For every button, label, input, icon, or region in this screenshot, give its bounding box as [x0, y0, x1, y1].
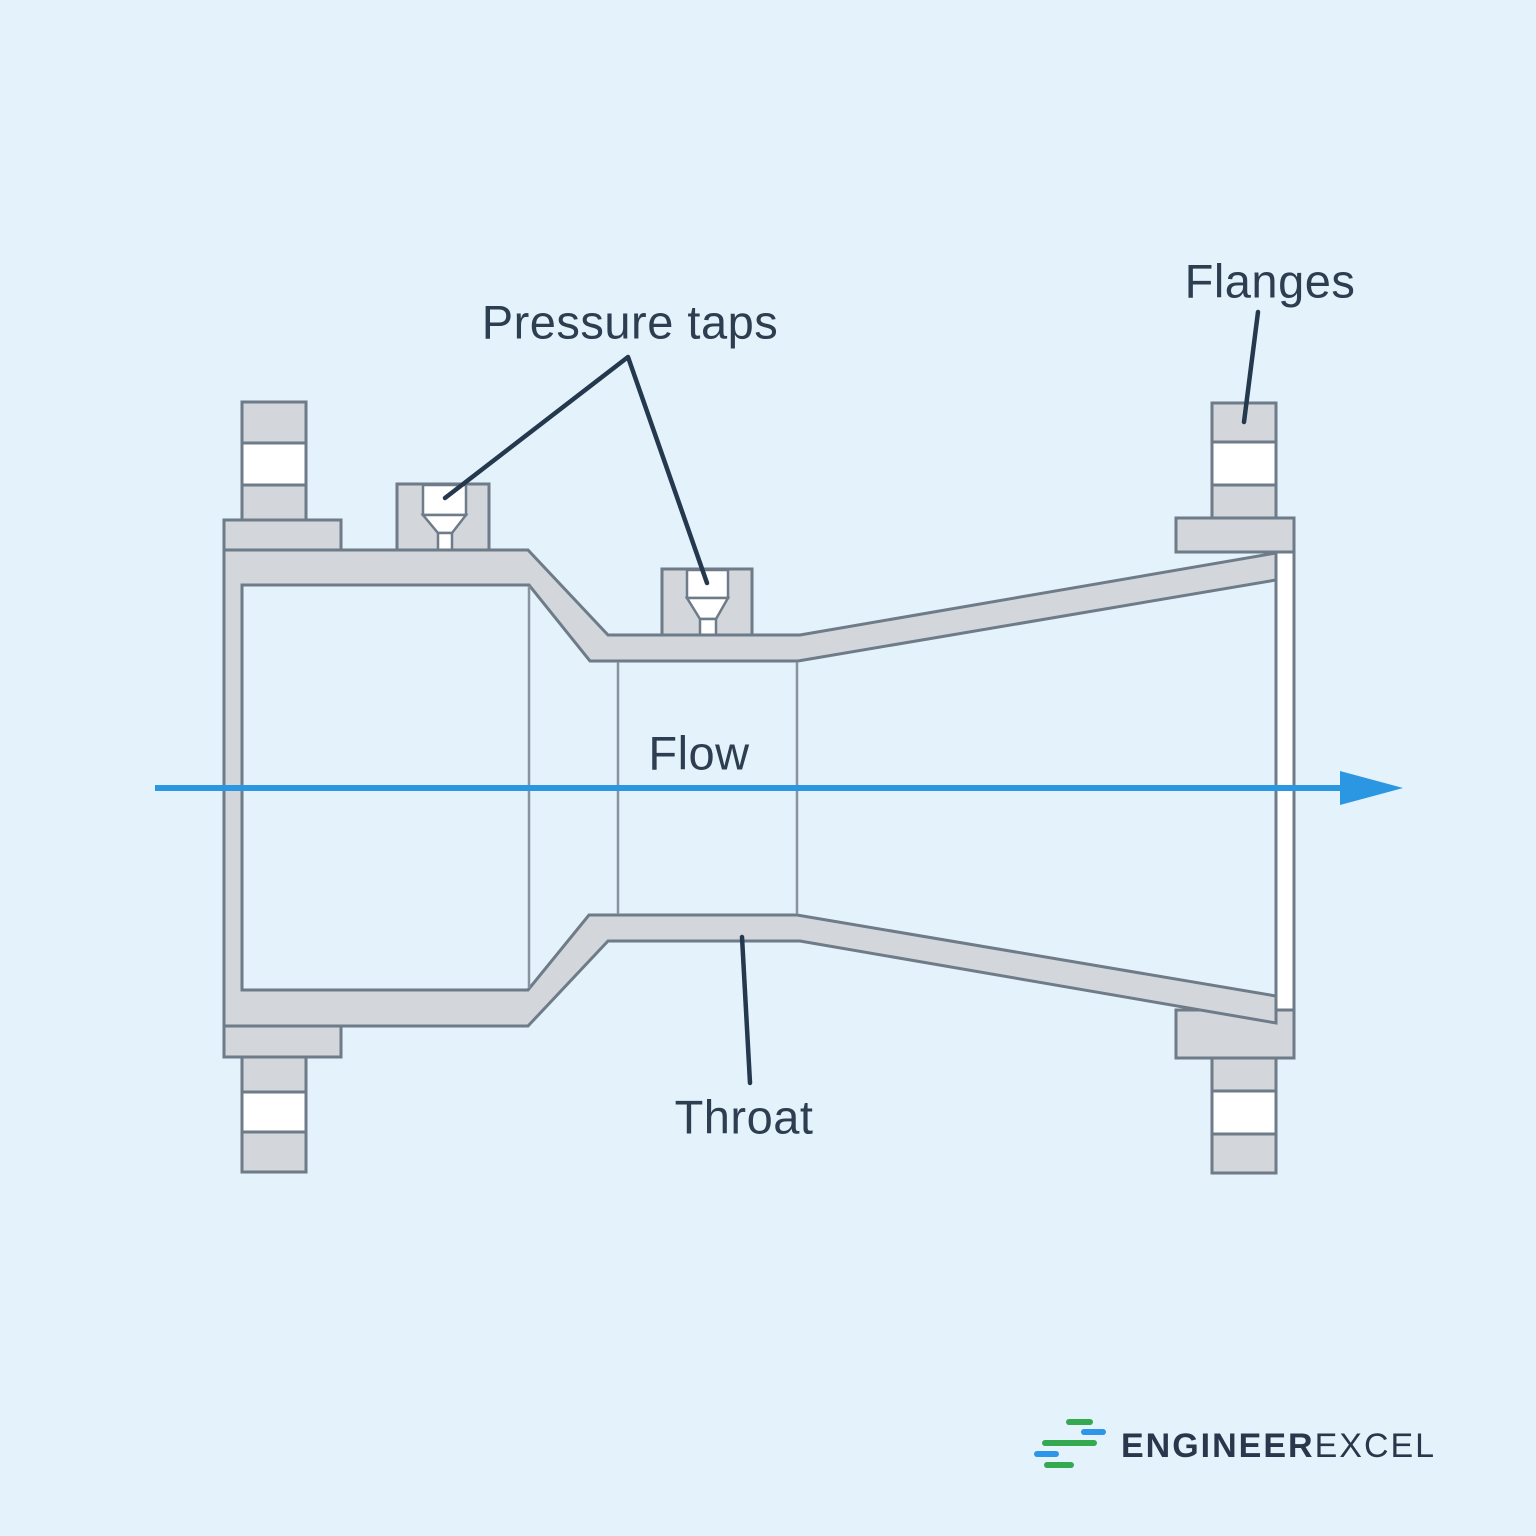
flange-gasket — [1210, 440, 1278, 487]
tap-channel — [436, 531, 454, 552]
engineerexcel-logo: ENGINEEREXCEL — [1121, 1429, 1436, 1463]
logo-bar-blue-2 — [1034, 1451, 1059, 1457]
flange-gasket — [240, 441, 308, 487]
flange-base — [1174, 516, 1296, 554]
flange-bottom-right — [1174, 1008, 1296, 1175]
flange-neck — [1210, 483, 1278, 520]
throat-label: Throat — [674, 1090, 814, 1144]
flange-top-right — [1174, 401, 1296, 554]
flow-arrow — [155, 771, 1403, 805]
flange-top-left — [222, 400, 343, 552]
right-arrow-icon — [1340, 771, 1403, 805]
leader-lines — [442, 309, 1261, 1086]
pressure-taps-label: Pressure taps — [481, 295, 779, 349]
flange-bottom-left — [222, 1024, 343, 1174]
flange-neck — [1210, 1056, 1278, 1093]
tap-channel — [698, 617, 718, 637]
stacked-bars-icon — [1034, 1419, 1106, 1468]
leader-line-throat — [739, 934, 753, 1086]
logo-bar-green-1 — [1066, 1419, 1093, 1425]
flange-gasket — [240, 1090, 308, 1134]
venturi-wall — [222, 548, 1278, 1028]
logo-text-regular: EXCEL — [1314, 1427, 1437, 1465]
flange-gasket — [1210, 1089, 1278, 1136]
pressure-tap-throat — [660, 567, 754, 637]
flange-bolt-cap — [1210, 1132, 1278, 1175]
flow-label: Flow — [648, 726, 750, 780]
pressure-tap-inlet — [395, 482, 491, 552]
flange-neck — [240, 483, 308, 522]
logo-bar-green-3 — [1044, 1462, 1074, 1468]
flange-base — [222, 518, 343, 552]
leader-line-pressure-taps — [442, 354, 710, 586]
logo-text-bold: ENGINEER — [1121, 1427, 1315, 1465]
flanges-label: Flanges — [1184, 254, 1356, 308]
logo-bar-blue-1 — [1081, 1429, 1106, 1435]
flange-bolt-cap — [240, 1130, 308, 1174]
logo-bar-green-2 — [1042, 1440, 1097, 1446]
flange-bolt-cap — [240, 400, 308, 445]
flange-base — [222, 1024, 343, 1059]
leader-line-flanges — [1241, 309, 1261, 425]
flange-neck — [240, 1055, 308, 1094]
